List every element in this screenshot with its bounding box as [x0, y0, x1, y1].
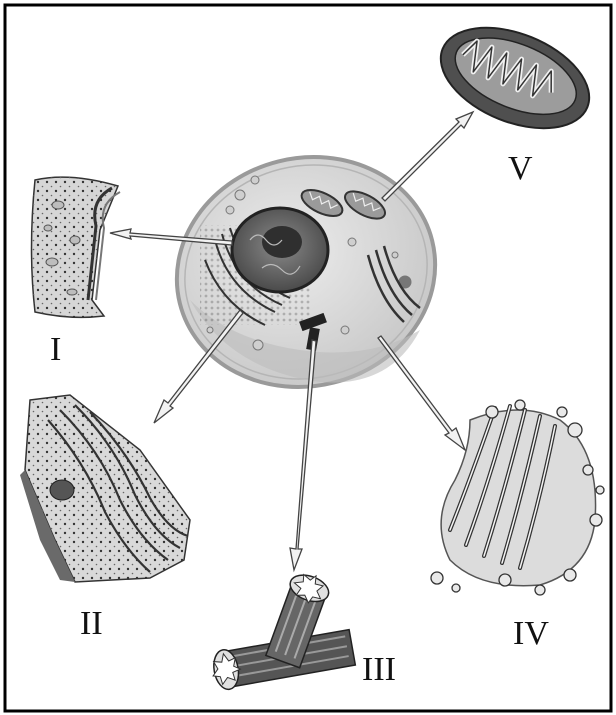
label-V: V [508, 152, 533, 186]
organelle-III-centrioles [209, 568, 356, 691]
organelle-I-membrane [32, 177, 121, 317]
organelle-V-mitochondrion [426, 8, 604, 148]
label-II: II [80, 607, 103, 641]
arrow-to-V [382, 112, 473, 201]
organelle-II-rough-er [20, 395, 190, 582]
label-III: III [362, 653, 396, 687]
arrow-to-IV [378, 336, 465, 450]
label-I: I [50, 333, 61, 367]
label-IV: IV [513, 617, 549, 651]
